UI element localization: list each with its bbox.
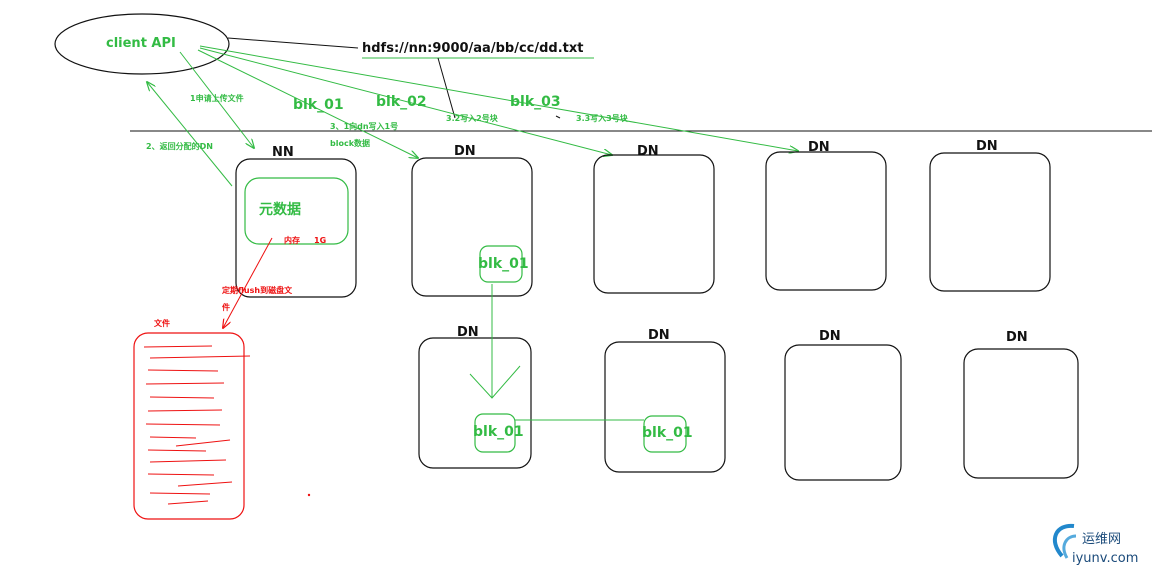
file-content-lines — [143, 345, 251, 505]
step-write-1-line2: block数据 — [330, 138, 370, 148]
watermark: 运维网 iyunv.com — [1052, 523, 1138, 566]
arrow-write-blk1 — [197, 49, 418, 158]
step-write-1-line1: 3、1向dn写入1号 — [330, 121, 398, 131]
datanode-r1c3 — [765, 151, 887, 291]
red-dot — [307, 493, 311, 497]
datanode-r2c4 — [963, 348, 1079, 479]
client-label: client API — [106, 36, 176, 51]
arrow-return-dn — [147, 82, 233, 187]
client-ellipse — [54, 13, 230, 75]
arrow-write-blk3 — [199, 45, 798, 151]
block-label-3: blk_03 — [510, 94, 561, 110]
client-path-line — [227, 37, 359, 49]
dn-label-r1c4: DN — [976, 139, 998, 154]
dn-label-r1c3: DN — [808, 140, 830, 155]
memory-label: 内存 — [284, 235, 300, 245]
disk-file-box — [133, 332, 245, 520]
replica-box-3 — [643, 415, 687, 453]
replica-box-1 — [479, 245, 523, 283]
step-return-dn: 2、返回分配的DN — [146, 141, 213, 151]
arrow-write-blk2 — [199, 47, 612, 155]
flush-label-2: 件 — [222, 302, 230, 312]
path-pointer — [437, 57, 456, 119]
block-label-1: blk_01 — [293, 97, 344, 113]
replica-label-2: blk_01 — [473, 424, 524, 440]
datanode-r2c3 — [784, 344, 902, 481]
dn-label-r2c3: DN — [819, 329, 841, 344]
dn-label-r1c1: DN — [454, 144, 476, 159]
arrow-flush — [223, 237, 273, 328]
dn-label-r2c4: DN — [1006, 330, 1028, 345]
file-label: 文件 — [154, 318, 170, 328]
stray-mark — [555, 115, 561, 119]
watermark-logo-icon — [1052, 523, 1075, 558]
watermark-site-cn: 运维网 — [1082, 532, 1121, 547]
replica-label-1: blk_01 — [478, 256, 529, 272]
replica-box-2 — [474, 413, 516, 453]
watermark-site: iyunv.com — [1072, 551, 1138, 566]
datanode-r2c2 — [604, 341, 726, 473]
datanode-r1c4 — [929, 152, 1051, 292]
datanode-r2c1 — [418, 337, 532, 469]
dn-label-r2c2: DN — [648, 328, 670, 343]
nn-label: NN — [272, 145, 294, 160]
replication-arrowhead — [469, 365, 521, 399]
datanode-r1c2 — [593, 154, 715, 294]
dn-label-r1c2: DN — [637, 144, 659, 159]
replica-label-3: blk_01 — [642, 425, 693, 441]
path-label: hdfs://nn:9000/aa/bb/cc/dd.txt — [362, 41, 583, 56]
datanode-r1c1 — [411, 157, 533, 297]
flush-label-1: 定期flush到磁盘文 — [221, 285, 293, 295]
memory-size: 1G — [314, 236, 326, 245]
metadata-box — [244, 177, 349, 245]
step-request-upload: 1申请上传文件 — [190, 93, 244, 103]
dn-label-r2c1: DN — [457, 325, 479, 340]
step-write-2: 3.2写入2号块 — [446, 113, 499, 123]
metadata-label: 元数据 — [259, 201, 301, 218]
namenode-box — [235, 158, 357, 298]
arrow-request-upload — [179, 51, 254, 148]
step-write-3: 3.3写入3号块 — [576, 113, 629, 123]
block-label-2: blk_02 — [376, 94, 427, 110]
